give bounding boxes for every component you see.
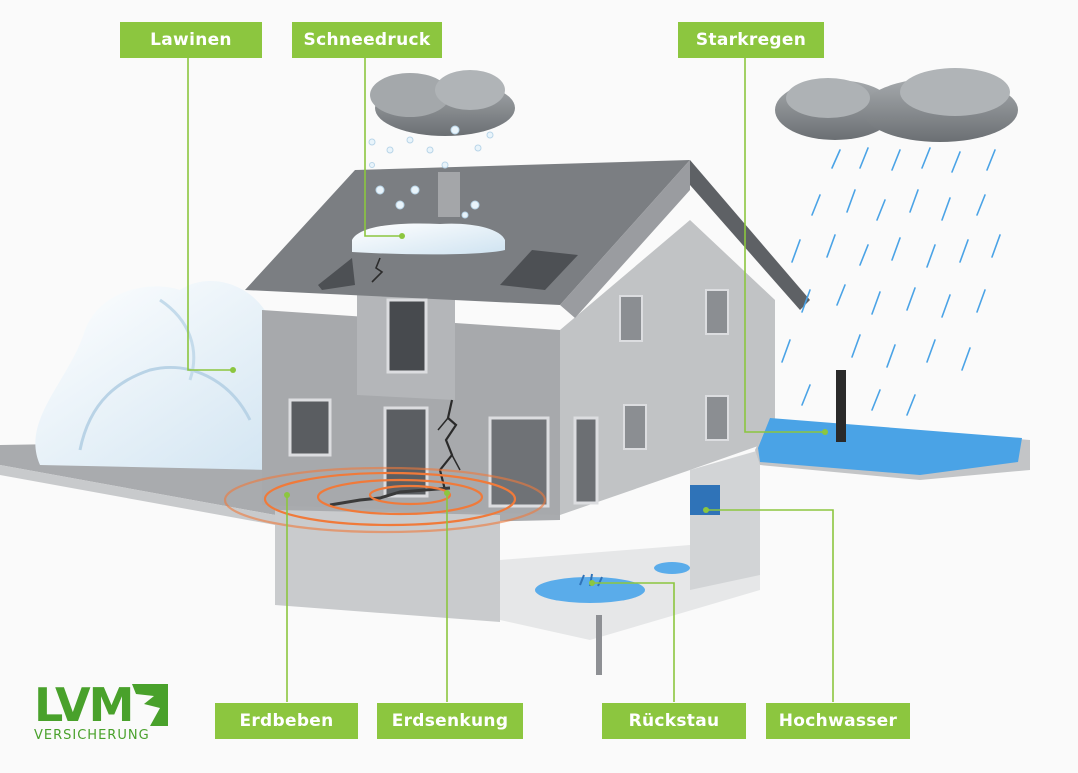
window [705, 395, 729, 441]
label-rueckstau: Rückstau [602, 703, 746, 739]
logo-mark-icon [132, 684, 168, 726]
basement-front [275, 510, 500, 622]
label-erdbeben: Erdbeben [215, 703, 358, 739]
rain-streaks [781, 147, 1001, 416]
backflow-puddle [654, 562, 690, 574]
chimney [438, 172, 460, 217]
logo-subtitle: VERSICHERUNG [34, 728, 150, 743]
label-starkregen: Starkregen [678, 22, 824, 58]
label-lawinen: Lawinen [120, 22, 262, 58]
avalanche-snow [35, 281, 318, 470]
roof-snow [352, 223, 505, 255]
label-hochwasser: Hochwasser [766, 703, 910, 739]
leader-dots [230, 233, 828, 586]
window [619, 295, 643, 342]
roof-crack [371, 257, 384, 283]
snowflakes [368, 125, 494, 219]
window [386, 298, 428, 374]
drain-pipe [596, 615, 602, 675]
roof-side-edge [690, 160, 810, 310]
window [383, 406, 429, 498]
label-schneedruck: Schneedruck [292, 22, 442, 58]
label-erdsenkung: Erdsenkung [377, 703, 523, 739]
window [623, 404, 647, 450]
leader-lines [187, 56, 834, 702]
roof-gable [560, 160, 690, 318]
logo-brand: LVM [34, 678, 134, 732]
rain-cloud [775, 68, 1018, 142]
window [288, 398, 332, 457]
window [573, 416, 599, 505]
basement-right-wall [690, 450, 760, 590]
ground-crack [329, 486, 451, 507]
window [705, 289, 729, 335]
snow-cloud [370, 70, 515, 136]
roof-window-left [318, 258, 355, 290]
roof-window-right [500, 250, 578, 290]
lvm-logo: LVM VERSICHERUNG [34, 682, 170, 748]
earthquake-ripples [223, 466, 547, 534]
downpipe [836, 370, 846, 442]
